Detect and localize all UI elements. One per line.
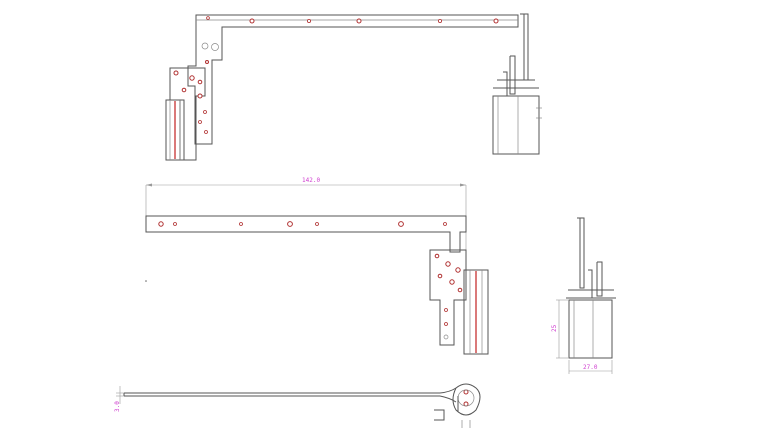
left-hinge-front-view <box>165 14 519 161</box>
overall-length-dimension: 142.0 <box>302 177 320 184</box>
left-hinge-side-view <box>492 13 542 155</box>
right-hinge-side-view: 25 27.0 <box>551 217 616 374</box>
body-width-dimension: 27.0 <box>583 364 598 371</box>
stray-dot <box>145 280 147 282</box>
hinge-bottom-view: 3.0 <box>114 383 481 428</box>
right-hinge-front-view: 142.0 <box>145 177 489 355</box>
thickness-dimension: 3.0 <box>114 401 121 412</box>
body-height-dimension: 25 <box>551 324 558 332</box>
